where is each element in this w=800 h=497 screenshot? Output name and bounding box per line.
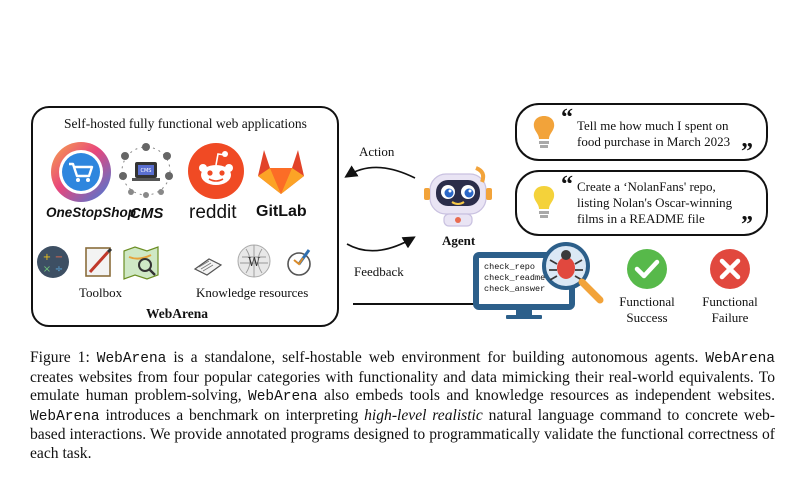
bug-magnifier-icon	[542, 242, 604, 304]
panel-title: Self-hosted fully functional web applica…	[64, 116, 307, 131]
app-label-cms: CMS	[130, 205, 164, 222]
instruction-bubble-2	[515, 170, 768, 236]
panel-footer: WebArena	[146, 306, 209, 321]
failure-x-icon	[710, 249, 750, 289]
failure-line-1: Functional	[702, 294, 758, 309]
caption-text: creates websites from four popular categ…	[30, 368, 775, 405]
success-check-icon	[627, 249, 667, 289]
app-label-reddit: reddit	[189, 202, 237, 223]
bubble-2-text: Create a ‘NolanFans' repo, listing Nolan…	[577, 179, 732, 227]
check-line-1: check_repo	[484, 262, 536, 272]
caption-text: introduces a benchmark on interpreting	[99, 406, 365, 424]
compass-icon	[287, 249, 311, 276]
caption-text: natural language command to concrete web…	[30, 406, 775, 462]
caption-code: WebArena	[30, 408, 100, 425]
knowledge-label: Knowledge resources	[196, 285, 309, 300]
caption-prefix: Figure 1:	[30, 349, 97, 366]
book-icon	[193, 258, 223, 276]
caption-italic: high-level realistic	[364, 406, 483, 424]
lightbulb-orange-icon	[533, 116, 555, 148]
open-quote-icon: “	[561, 172, 573, 198]
cms-icon: CMS	[119, 143, 173, 198]
reddit-icon	[188, 143, 244, 199]
success-line-1: Functional	[619, 294, 675, 309]
open-quote-icon: “	[561, 105, 573, 131]
svg-text:+: +	[43, 252, 51, 263]
caption-code: WebArena	[96, 351, 167, 367]
toolbox-label: Toolbox	[79, 285, 123, 300]
notepad-icon	[85, 247, 113, 277]
figure-caption: Figure 1: WebArena is a standalone, self…	[30, 349, 775, 463]
success-line-2: Success	[626, 310, 668, 325]
bubble-2-line-2: listing Nolan's Oscar-winning	[577, 195, 733, 210]
failure-label: Functional Failure	[700, 294, 760, 326]
wikipedia-icon: W	[237, 244, 271, 278]
webarena-panel	[31, 106, 339, 327]
robot-icon	[424, 166, 492, 227]
svg-text:×: ×	[43, 264, 51, 275]
gitlab-icon	[258, 150, 304, 194]
success-label: Functional Success	[618, 294, 676, 326]
bubble-1-text: Tell me how much I spent on food purchas…	[577, 118, 730, 150]
shopping-cart-icon	[51, 142, 111, 202]
app-label-gitlab: GitLab	[256, 203, 307, 220]
action-label: Action	[359, 144, 395, 159]
agent-label: Agent	[442, 233, 476, 248]
caption-code: WebArena	[705, 351, 775, 367]
calculator-icon: + − × ÷	[37, 246, 69, 278]
close-quote-icon: ”	[741, 139, 753, 165]
bubble-1-line-2: food purchase in March 2023	[577, 134, 731, 149]
check-line-2: check_readme	[484, 273, 546, 283]
bubble-1-line-1: Tell me how much I spent on	[577, 118, 729, 133]
svg-text:÷: ÷	[55, 264, 63, 275]
flow-arrows	[344, 165, 475, 305]
lightbulb-yellow-icon	[533, 186, 555, 218]
check-line-3: check_answer	[484, 284, 546, 294]
caption-code: WebArena	[248, 389, 318, 405]
close-quote-icon: ”	[741, 212, 753, 238]
instruction-bubble-1	[515, 103, 768, 161]
bubble-2-line-1: Create a ‘NolanFans' repo,	[577, 179, 716, 194]
svg-text:−: −	[55, 252, 63, 263]
map-icon	[123, 246, 159, 280]
svg-text:CMS: CMS	[141, 168, 152, 174]
svg-text:W: W	[248, 255, 261, 269]
checker-text: check_repo check_readme check_answer	[484, 262, 545, 295]
failure-line-2: Failure	[711, 310, 749, 325]
feedback-label: Feedback	[354, 264, 404, 279]
caption-text: also embeds tools and knowledge resource…	[317, 387, 775, 404]
caption-text: is a standalone, self-hostable web envir…	[166, 349, 706, 366]
bubble-2-line-3: films in a README file	[577, 211, 705, 226]
app-label-onestopshop: OneStopShop	[46, 205, 136, 220]
